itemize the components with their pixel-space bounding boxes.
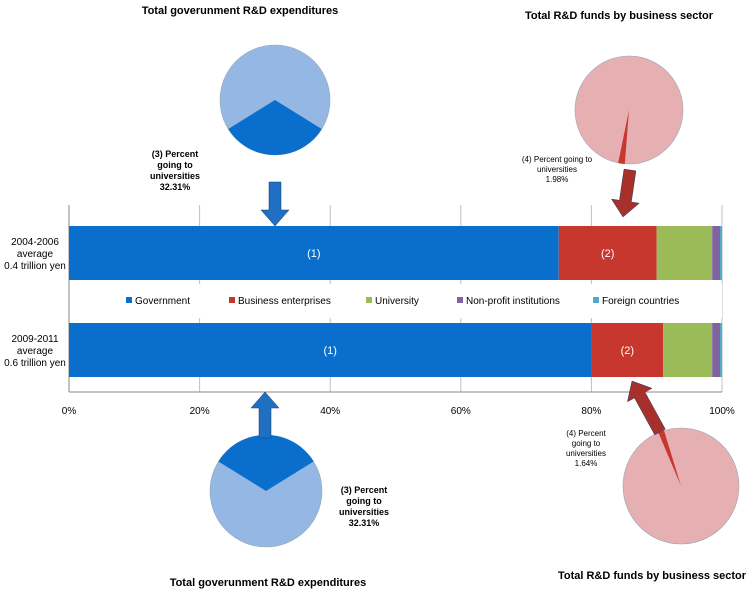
pie-slice-universities xyxy=(658,430,681,486)
bar-data-label: (2) xyxy=(601,248,614,260)
biz-bottom-pie xyxy=(622,427,740,545)
legend-label: University xyxy=(375,296,419,307)
gov-top-note-line: going to xyxy=(157,160,193,170)
bar-segment-government xyxy=(69,226,559,280)
biz-top-note-line: (4) Percent going to xyxy=(522,155,593,164)
pie-layer xyxy=(209,44,740,548)
gov-bottom-note-line: 32.31% xyxy=(349,518,380,528)
gov-bottom-note-line: universities xyxy=(339,507,389,517)
bar-segment-foreign-countries xyxy=(720,323,722,377)
legend-box xyxy=(70,284,722,318)
pointer-arrow xyxy=(250,391,280,439)
x-tick-label: 60% xyxy=(451,406,471,417)
bar-segment-university xyxy=(656,226,713,280)
biz-top-pie xyxy=(574,55,684,165)
x-axis: 0% 20% 40% 60% 80% 100% xyxy=(62,406,735,417)
category-label: average xyxy=(17,249,54,260)
legend-swatch xyxy=(126,297,132,303)
legend-label: Foreign countries xyxy=(602,296,679,307)
bar-segment-university xyxy=(663,323,713,377)
biz-bottom-note-line: (4) Percent xyxy=(566,429,606,438)
x-tick-label: 40% xyxy=(320,406,340,417)
legend-swatch xyxy=(366,297,372,303)
biz-bottom-note-line: 1.64% xyxy=(575,459,598,468)
gov-bottom-note-line: (3) Percent xyxy=(341,485,388,495)
biz-bottom-note-line: universities xyxy=(566,449,606,458)
gov-top-pie xyxy=(219,44,331,156)
bar-layer: (1) (2) (1) (2) xyxy=(69,226,722,377)
gov-bottom-title: Total goverunment R&D expenditures xyxy=(170,577,367,589)
gov-top-note: (3) Percent going to universities 32.31% xyxy=(150,149,200,192)
gov-top-title: Total goverunment R&D expenditures xyxy=(142,5,339,17)
legend-swatch xyxy=(593,297,599,303)
biz-bottom-note: (4) Percent going to universities 1.64% xyxy=(566,429,607,468)
biz-top-note-line: 1.98% xyxy=(546,175,569,184)
biz-bottom-title: Total R&D funds by business sector xyxy=(558,570,747,582)
gov-bottom-pie xyxy=(209,434,323,548)
arrow-layer xyxy=(250,168,666,439)
gov-top-note-line: universities xyxy=(150,171,200,181)
x-tick-label: 80% xyxy=(581,406,601,417)
bar-segment-business-enterprises xyxy=(591,323,664,377)
legend-label: Non-profit institutions xyxy=(466,296,560,307)
x-tick-label: 20% xyxy=(190,406,210,417)
gov-top-note-line: 32.31% xyxy=(160,182,191,192)
biz-bottom-note-line: going to xyxy=(572,439,601,448)
legend-swatch xyxy=(457,297,463,303)
category-label: 0.4 trillion yen xyxy=(4,261,66,272)
legend-label: Business enterprises xyxy=(238,296,331,307)
legend-swatch xyxy=(229,297,235,303)
legend: Government Business enterprises University… xyxy=(70,284,722,318)
pie-slice-universities xyxy=(218,435,314,491)
category-label: average xyxy=(17,346,54,357)
pointer-arrow xyxy=(260,181,290,227)
bar-segment-non-profit-institutions xyxy=(712,323,721,377)
biz-top-title: Total R&D funds by business sector xyxy=(525,10,714,22)
legend-label: Government xyxy=(135,296,190,307)
x-tick-label: 0% xyxy=(62,406,77,417)
bar-data-label: (1) xyxy=(307,248,320,260)
bar-segment-non-profit-institutions xyxy=(712,226,721,280)
pie-slice-universities xyxy=(228,100,322,155)
x-tick-label: 100% xyxy=(709,406,735,417)
pointer-arrow xyxy=(611,168,640,218)
biz-top-note: (4) Percent going to universities 1.98% xyxy=(522,155,593,184)
gov-bottom-note-line: going to xyxy=(346,496,382,506)
bar-segment-business-enterprises xyxy=(558,226,657,280)
bar-data-label: (2) xyxy=(621,345,634,357)
bar-data-label: (1) xyxy=(323,345,336,357)
biz-top-note-line: universities xyxy=(537,165,577,174)
gov-bottom-note: (3) Percent going to universities 32.31% xyxy=(339,485,389,528)
pointer-arrow xyxy=(627,380,666,436)
pie-slice-universities xyxy=(618,110,629,164)
category-label: 0.6 trillion yen xyxy=(4,358,66,369)
bar-segment-government xyxy=(69,323,592,377)
gov-top-note-line: (3) Percent xyxy=(152,149,199,159)
category-label: 2009-2011 xyxy=(11,334,59,345)
category-label: 2004-2006 xyxy=(11,237,59,248)
bar-segment-foreign-countries xyxy=(720,226,722,280)
